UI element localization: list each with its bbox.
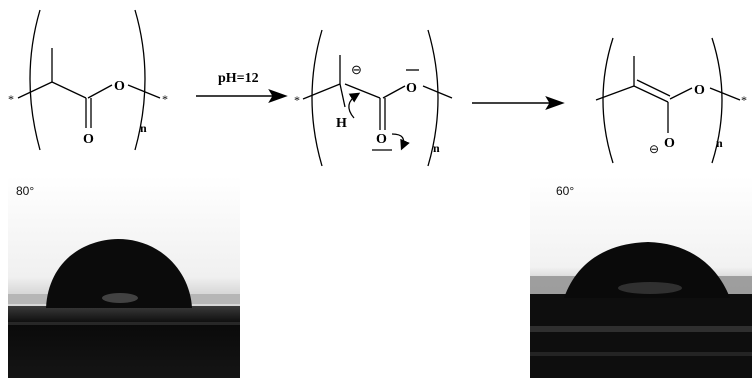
- left-bracket: [602, 37, 614, 164]
- end-group-left: *: [294, 93, 300, 107]
- oxide-charge: ⊖: [649, 142, 659, 156]
- right-bracket: [711, 37, 723, 164]
- enolate-oxygen: O: [664, 136, 675, 151]
- curly-arrow-1: [348, 92, 361, 119]
- contact-angle-photo-before: 80°: [8, 176, 240, 378]
- droplet-image-before: [8, 176, 240, 378]
- intermediate-structure: [302, 29, 453, 167]
- end-group-left: *: [8, 92, 14, 106]
- end-group-right: *: [162, 92, 168, 106]
- droplet-image-after: [530, 176, 752, 378]
- repeat-subscript: n: [140, 121, 147, 135]
- enolate-structure: [595, 37, 741, 164]
- droplet-reflection: [102, 293, 138, 303]
- left-bracket: [311, 29, 323, 167]
- contact-angle-label-before: 80°: [16, 184, 35, 198]
- ester-oxygen: O: [114, 79, 125, 94]
- right-bracket: [134, 9, 146, 151]
- carbanion-charge: ⊖: [351, 62, 362, 77]
- reagent-label: pH=12: [218, 71, 259, 86]
- left-bracket: [29, 9, 41, 151]
- alpha-hydrogen: H: [336, 116, 347, 131]
- ester-oxygen: O: [406, 81, 417, 96]
- ester-oxygen: O: [694, 83, 705, 98]
- curly-arrow-2: [391, 133, 410, 151]
- contact-angle-photo-after: 60°: [530, 176, 752, 378]
- repeat-subscript: n: [433, 141, 440, 155]
- end-group-right: *: [741, 93, 747, 107]
- carbonyl-oxygen: O: [376, 132, 387, 147]
- right-bracket: [427, 29, 439, 167]
- water-droplet: [46, 239, 192, 308]
- contact-angle-label-after: 60°: [556, 184, 575, 198]
- monomer-structure: [17, 9, 161, 151]
- repeat-subscript: n: [716, 136, 723, 150]
- reaction-scheme: * O O * n pH=12 * ⊖ H O O n: [8, 9, 747, 167]
- carbonyl-oxygen: O: [83, 132, 94, 147]
- droplet-reflection: [618, 282, 682, 294]
- water-droplet: [564, 242, 730, 298]
